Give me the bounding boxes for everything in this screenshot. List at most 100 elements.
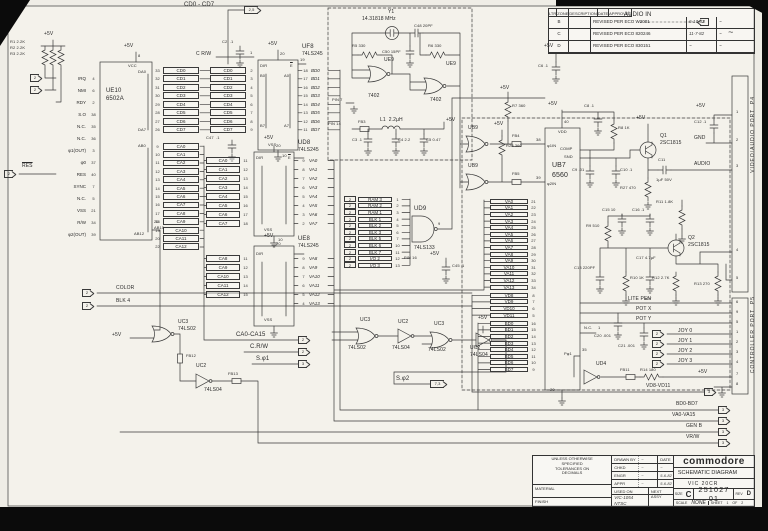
ue8-vss: VSS <box>264 317 273 322</box>
plus5-q1: +5V <box>636 115 646 121</box>
c3-label: C3 .1 <box>352 137 363 142</box>
connector-p4 <box>731 75 749 293</box>
p4-pin-4: 4 <box>736 247 739 252</box>
signal-box: BLK 7 <box>358 249 392 255</box>
plus5-uf8: +5V <box>268 41 278 47</box>
c13-label: C13 220PF <box>574 265 596 270</box>
p5-pin-4: 4 <box>736 359 739 364</box>
p4-title: VIDEO/AUDIO PORT P4 <box>750 96 756 173</box>
joy1-label: JOY 1 <box>678 338 693 344</box>
signal-box: VD10 <box>490 305 528 311</box>
signal-label: BD4 <box>311 101 320 107</box>
signal-box: RAM 2 <box>358 203 392 209</box>
signal-label: VA10 <box>309 274 320 279</box>
rev-letter: B <box>549 17 569 29</box>
next-assy-label: NEXT ASSY <box>650 489 662 499</box>
pin-number: 6 <box>250 101 253 107</box>
pin-number: 32 <box>155 76 160 82</box>
p4-pin-2: 2 <box>736 137 739 142</box>
signal-box: BD6 <box>490 360 528 366</box>
drawing-number: 251027 01 <box>694 485 735 503</box>
signal-box: CA5 <box>163 184 199 192</box>
pin-number: 26 <box>531 231 536 237</box>
uc3c-part: 74LS02 <box>428 347 446 353</box>
signal-box: CA0 <box>163 142 199 150</box>
plus5-p4: +5V <box>696 103 706 109</box>
pin-number: 10 <box>155 152 160 158</box>
pin-number: 33 <box>155 67 160 73</box>
p5-title: CONTROLLER PORT P5 <box>750 296 756 374</box>
wires-analog <box>599 114 733 391</box>
plus5-p5: +5V <box>698 369 708 375</box>
pin-number: 20 <box>155 235 160 241</box>
drawn-signature: ~ <box>638 456 657 463</box>
signal-label: BD3 <box>311 93 320 99</box>
phi2in-label: φ2IN <box>547 181 557 186</box>
color-arrow: 2 <box>82 289 91 297</box>
pin-number: 14 <box>243 185 248 190</box>
signal-box: CA12 <box>206 290 240 299</box>
commodore-logo: commodore <box>673 456 754 469</box>
cpu-part: 6502A <box>106 96 124 102</box>
engr-signature: ~ <box>638 472 657 479</box>
signal-box: CA6 <box>163 193 199 200</box>
signal-box: I/O 3 <box>358 262 392 268</box>
pin-number: 12 <box>303 118 308 124</box>
uc2b-part: 74LS04 <box>392 345 410 351</box>
pin-number: 3 <box>302 212 305 217</box>
signal-box: BLK 3 <box>358 229 392 235</box>
pin-number: 39 <box>91 231 96 237</box>
vrw-label: VR/W <box>686 434 700 440</box>
plus5-ub7: +5V <box>548 101 558 107</box>
cpu-pin8: 8 <box>138 53 141 58</box>
pin-number: 4 <box>302 203 305 208</box>
c11-value: 1µF 50V <box>656 177 672 182</box>
tolerance-note: UNLESS OTHERWISE SPECIFIED TOLERANCES ON… <box>533 456 612 485</box>
pin-number: 5 <box>92 195 95 201</box>
r9-label: R9 510 <box>586 223 600 228</box>
pin7-label: PIN 7 <box>332 97 343 102</box>
signal-row: 9 CA0 <box>152 142 199 150</box>
pin-number: 11 <box>395 249 400 255</box>
pin-number: 14 <box>531 333 536 339</box>
c10-label: C10 .1 <box>620 167 633 172</box>
p4-pin-1: 1 <box>736 109 739 114</box>
size-value: C <box>684 489 695 499</box>
pin-number: 9 <box>156 143 159 149</box>
uc2a-ref: UC2 <box>196 363 207 369</box>
p5-pin-7: 7 <box>736 371 739 376</box>
pin-number: 13 <box>531 340 536 346</box>
header-cell: APPROVED <box>609 9 633 17</box>
rev-letter: D <box>549 41 569 53</box>
ue8-pin20: 20 <box>276 241 281 246</box>
rev-description: REVISED PER ECO 830151 <box>591 41 687 53</box>
signal-label: VA3 <box>309 185 318 190</box>
pin-number: 4 <box>302 301 305 306</box>
c2-label: C2 .1 <box>222 39 234 44</box>
pin-number: 23 <box>531 211 536 217</box>
pin-number: 18 <box>243 221 248 226</box>
rev-date: ~ <box>687 41 717 53</box>
scale-sheet-row: SCALE NONE SHEET 1 OF 2 <box>674 500 754 506</box>
signal-box: CA10 <box>163 226 199 234</box>
chkd-date: ~ <box>657 464 673 471</box>
signal-box: VA12 <box>490 277 528 283</box>
pin-label: S.O <box>78 111 86 117</box>
